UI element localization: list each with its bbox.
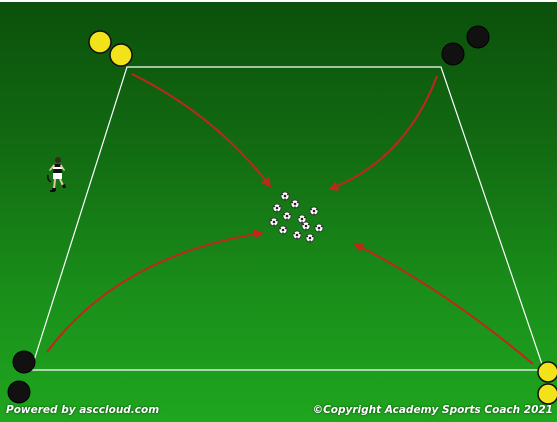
yellow-player-marker	[538, 384, 557, 404]
black-player-marker	[442, 43, 464, 65]
soccer-ball-icon	[315, 224, 323, 232]
soccer-ball-icon	[293, 231, 301, 239]
arrow-bottom-right	[355, 244, 533, 364]
soccer-ball-icon	[302, 222, 310, 230]
soccer-ball-icon	[273, 204, 281, 212]
soccer-ball-icon	[270, 218, 278, 226]
ball-cluster	[270, 192, 323, 242]
yellow-player-marker	[538, 362, 557, 382]
player-figure-icon	[48, 157, 66, 192]
powered-by-text: Powered by asccloud.com	[6, 404, 159, 416]
copyright-text: ©Copyright Academy Sports Coach 2021	[313, 404, 553, 416]
arrow-top-right	[330, 76, 437, 189]
soccer-ball-icon	[291, 200, 299, 208]
yellow-player-marker	[89, 31, 111, 53]
black-player-marker	[8, 381, 30, 403]
soccer-ball-icon	[281, 192, 289, 200]
soccer-ball-icon	[279, 226, 287, 234]
black-player-marker	[467, 26, 489, 48]
arrow-top-left	[132, 74, 270, 186]
soccer-ball-icon	[306, 234, 314, 242]
soccer-ball-icon	[298, 215, 306, 223]
black-player-marker	[13, 351, 35, 373]
soccer-ball-icon	[310, 207, 318, 215]
yellow-player-marker	[110, 44, 132, 66]
soccer-ball-icon	[283, 212, 291, 220]
arrow-bottom-left	[47, 233, 262, 352]
